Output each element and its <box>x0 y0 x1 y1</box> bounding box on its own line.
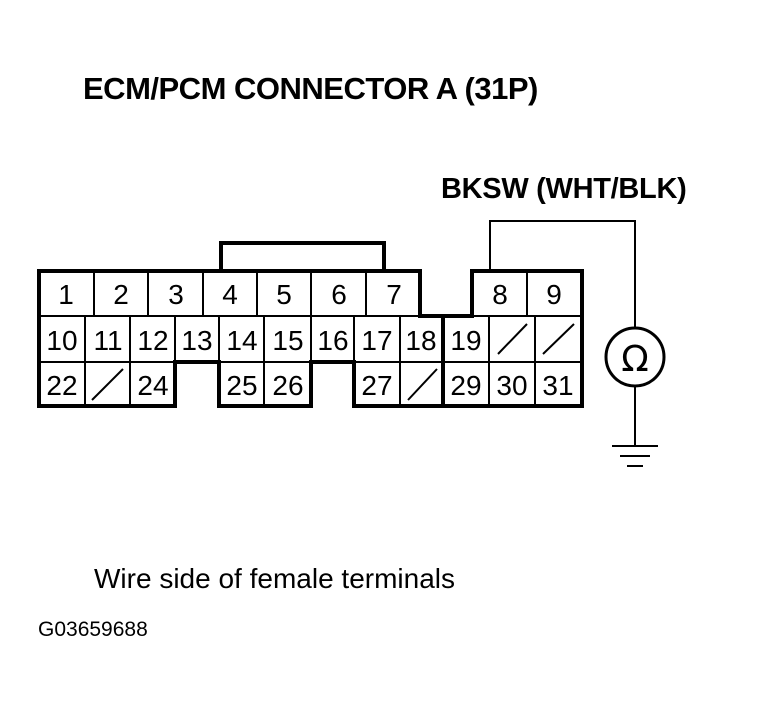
unused-cavity-slash <box>497 323 528 355</box>
pin-label: 16 <box>317 325 348 356</box>
pin-label: 13 <box>181 325 212 356</box>
pin-label: 29 <box>450 370 481 401</box>
unused-cavity-slash <box>91 368 124 401</box>
pin-label: 24 <box>137 370 168 401</box>
pin-label: 3 <box>168 279 184 310</box>
pin-label: 15 <box>272 325 303 356</box>
pin-label: 4 <box>222 279 238 310</box>
diagram-caption: Wire side of female terminals <box>94 563 456 594</box>
ohmmeter-icon: Ω <box>604 326 666 388</box>
pin-label: 6 <box>331 279 347 310</box>
pin-label: 25 <box>226 370 257 401</box>
signal-wire-label: BKSW (WHT/BLK) <box>441 173 687 205</box>
pin-label: 19 <box>450 325 481 356</box>
ground-icon <box>612 445 658 467</box>
pin-label: 31 <box>542 370 573 401</box>
pin-label: 30 <box>496 370 527 401</box>
pin-label: 1 <box>58 279 74 310</box>
pin-label: 11 <box>93 325 122 356</box>
figure-id: G03659688 <box>38 618 148 641</box>
ohm-symbol: Ω <box>621 339 649 380</box>
pin-label: 12 <box>137 325 168 356</box>
connector-lock-tab <box>219 241 386 271</box>
pin-label: 22 <box>46 370 77 401</box>
pin-label: 27 <box>361 370 392 401</box>
pin-label: 7 <box>386 279 402 310</box>
pin-label: 26 <box>272 370 303 401</box>
pin-label: 14 <box>226 325 257 356</box>
pin-label-tested: 8 <box>492 279 508 310</box>
unused-cavity-slash <box>542 323 575 355</box>
pin-label: 2 <box>113 279 129 310</box>
pin-label: 10 <box>46 325 77 356</box>
test-lead-wire <box>489 220 636 328</box>
pin-label: 9 <box>546 279 562 310</box>
pin-label: 5 <box>276 279 292 310</box>
diagram-title: ECM/PCM CONNECTOR A (31P) <box>83 71 538 106</box>
pin-label: 17 <box>361 325 392 356</box>
cavity-dividers <box>39 271 582 406</box>
pin-label: 18 <box>405 325 436 356</box>
pin-labels: 1 2 3 4 5 6 7 8 9 10 11 12 13 14 15 16 1… <box>46 279 573 401</box>
unused-cavity-slash <box>407 368 438 401</box>
